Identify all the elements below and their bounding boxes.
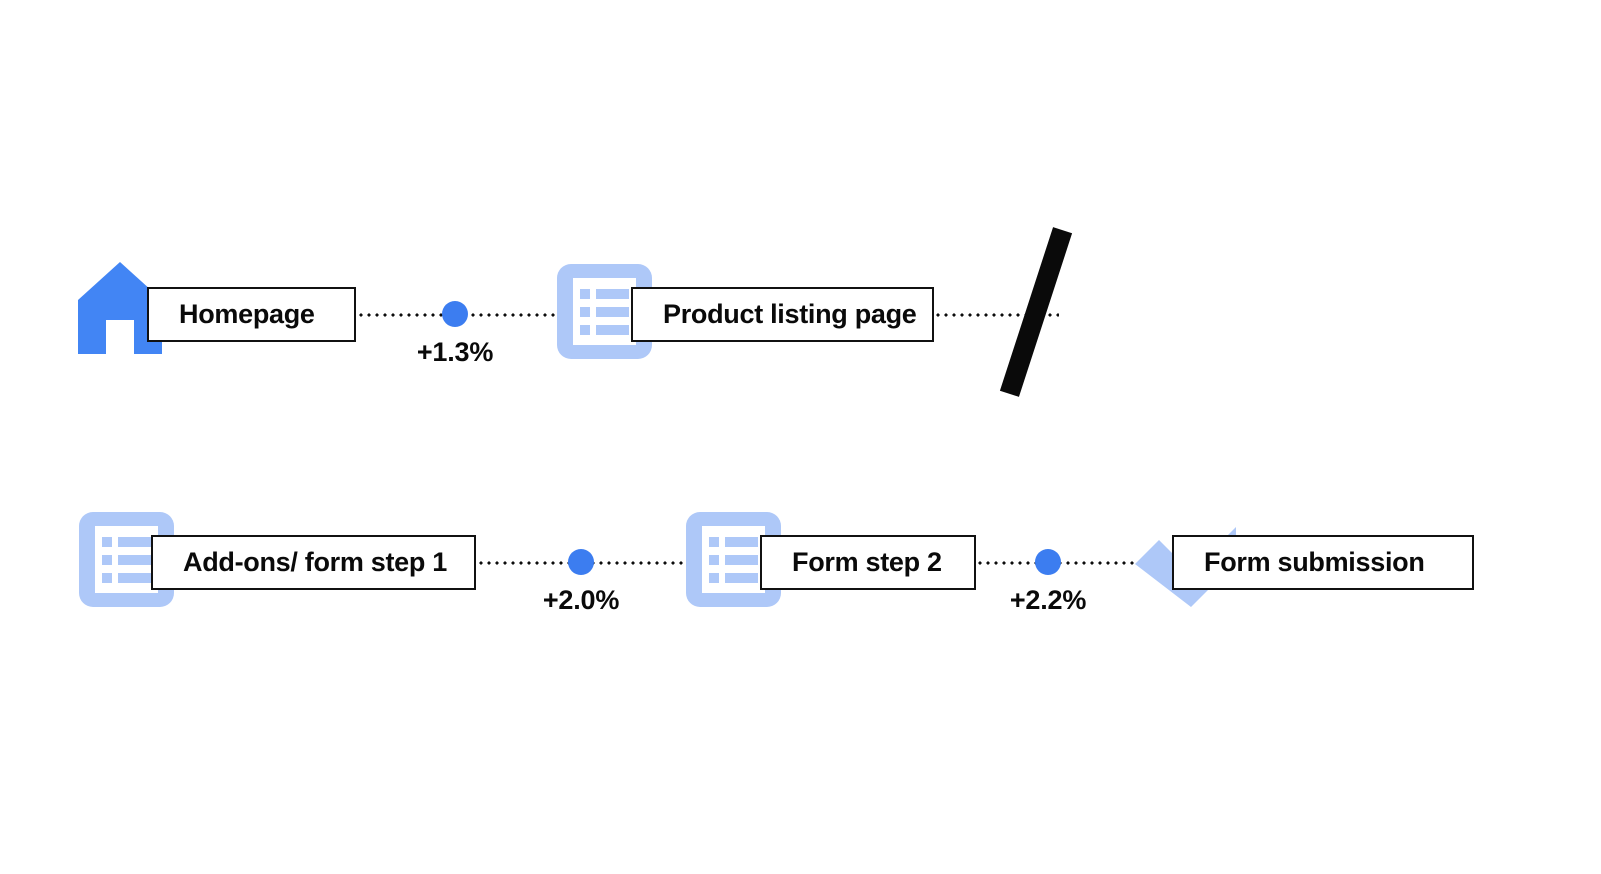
metric-dot-addons-to-step2 <box>568 549 594 575</box>
metric-label-addons-to-step2: +2.0% <box>542 585 620 615</box>
step-product-listing-page-label: Product listing page <box>663 299 917 329</box>
step-add-ons-form-step-1-label: Add-ons/ form step 1 <box>183 547 448 577</box>
step-form-submission[interactable]: Form submission <box>1172 535 1474 590</box>
step-product-listing-page[interactable]: Product listing page <box>631 287 934 342</box>
metric-dot-step2-to-submission <box>1035 549 1061 575</box>
metric-label-step2-to-submission: +2.2% <box>1009 585 1087 615</box>
connector-plp-to-rowbreak <box>934 313 1059 317</box>
list-document-icon <box>79 512 174 607</box>
step-form-step-2[interactable]: Form step 2 <box>760 535 976 590</box>
metric-dot-homepage-to-plp <box>442 301 468 327</box>
step-add-ons-form-step-1[interactable]: Add-ons/ form step 1 <box>151 535 476 590</box>
connector-step2-to-submission <box>976 561 1176 565</box>
step-homepage[interactable]: Homepage <box>147 287 356 342</box>
step-form-submission-label: Form submission <box>1204 547 1425 577</box>
list-document-icon <box>557 264 652 359</box>
house-icon <box>78 262 162 354</box>
slash-bar-icon <box>999 227 1073 397</box>
metric-label-homepage-to-plp: +1.3% <box>416 337 494 367</box>
list-document-icon <box>686 512 781 607</box>
step-homepage-label: Homepage <box>179 299 315 329</box>
step-form-step-2-label: Form step 2 <box>792 547 942 577</box>
connector-addons-to-step2 <box>477 561 765 565</box>
